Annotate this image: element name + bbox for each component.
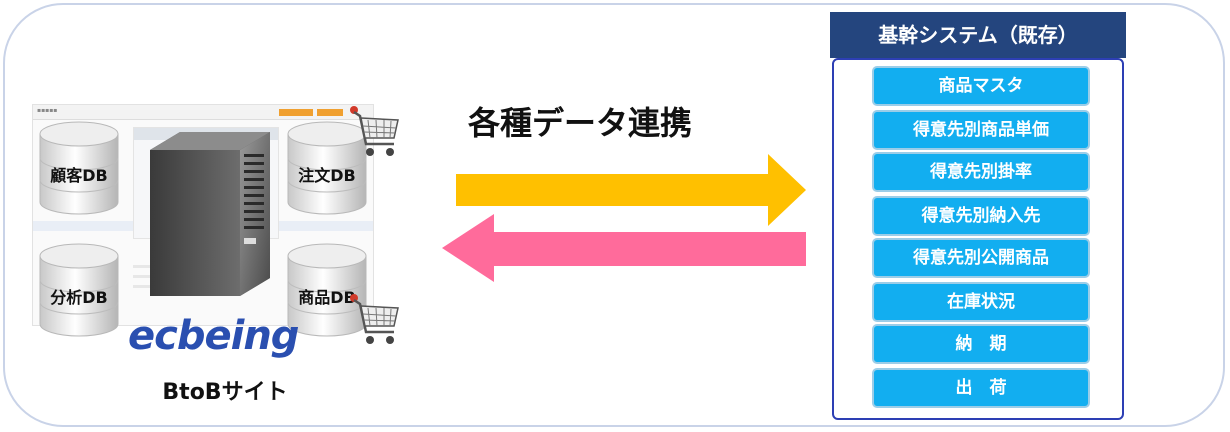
customer-db-icon: 顧客DB (38, 118, 120, 218)
system-item: 得意先別公開商品 (872, 238, 1090, 278)
core-system-header: 基幹システム（既存） (830, 12, 1126, 58)
arrow-left-icon (442, 214, 806, 282)
system-item: 得意先別掛率 (872, 152, 1090, 192)
db-label: 分析DB (50, 288, 108, 307)
analysis-db-icon: 分析DB (38, 240, 120, 340)
db-label: 顧客DB (50, 166, 108, 185)
db-label: 商品DB (298, 288, 356, 307)
shopping-cart-icon (346, 292, 402, 354)
shopping-cart-icon (346, 104, 402, 166)
system-item: 得意先別商品単価 (872, 110, 1090, 150)
site-label: BtoBサイト (162, 380, 288, 405)
order-db-icon: 注文DB (286, 118, 368, 218)
ecbeing-logo: ecbeing (128, 313, 299, 359)
sync-arrows (440, 150, 820, 294)
arrow-right-icon (456, 154, 806, 226)
system-item: 出 荷 (872, 368, 1090, 408)
db-label: 注文DB (298, 166, 356, 185)
server-icon (140, 128, 280, 302)
system-item: 商品マスタ (872, 66, 1090, 106)
product-db-icon: 商品DB (286, 240, 368, 340)
system-item: 納 期 (872, 324, 1090, 364)
system-item: 在庫状況 (872, 282, 1090, 322)
system-item: 得意先別納入先 (872, 196, 1090, 236)
data-link-title: 各種データ連携 (468, 104, 693, 142)
